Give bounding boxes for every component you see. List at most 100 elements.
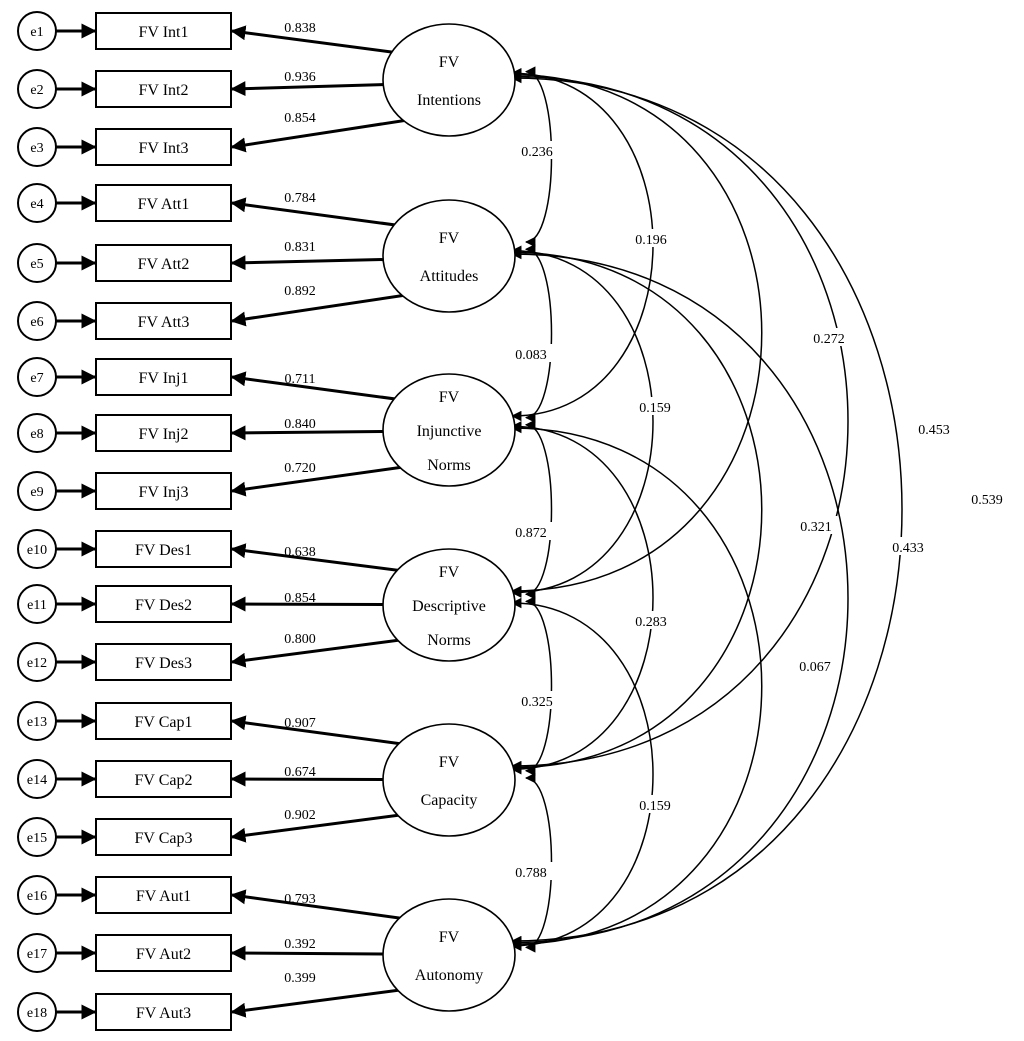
correlation-arc [510,69,763,597]
indicator-label: FV Int3 [139,140,189,157]
indicator-label: FV Des1 [135,542,192,559]
latent-label: FV [439,754,460,771]
correlation-value: 0.453 [918,423,950,438]
correlation-label-bg [886,537,930,555]
correlation-arc [510,71,849,772]
loading-arrow [230,771,385,787]
indicator-box [95,643,232,681]
error-term-e4 [17,183,57,223]
error-term-e17 [17,933,57,973]
loading-arrow [230,25,419,57]
error-label: e5 [30,257,43,272]
indicator-box [95,585,232,623]
indicator-box [95,414,232,452]
correlation-label-bg [633,397,677,415]
latent-label: Capacity [421,792,478,809]
loading-arrow [230,425,385,441]
correlation-arc [524,419,553,600]
indicator-box [95,760,232,798]
correlation-value: 0.325 [521,695,553,710]
correlation-value: 0.539 [971,493,1003,508]
error-term-e7 [17,357,57,397]
indicator-label: FV Des3 [135,655,192,672]
correlation-value: 0.236 [521,145,553,160]
error-label: e10 [27,543,47,558]
correlation-arc [510,422,763,950]
indicator-label: FV Des2 [135,597,192,614]
correlation-value: 0.159 [639,401,671,416]
latent-label: Descriptive [412,598,486,615]
error-term-e14 [17,759,57,799]
indicator-label: FV Aut2 [136,946,191,963]
correlation-value: 0.433 [892,541,924,556]
latent-capacity [382,723,516,837]
correlation-arcs [510,66,903,953]
error-term-e2 [17,69,57,109]
indicator-label: FV Cap3 [135,830,193,847]
error-label: e16 [27,889,47,904]
error-term-e6 [17,301,57,341]
indicator-label: FV Cap2 [135,772,193,789]
indicator-label: FV Int2 [139,82,189,99]
correlation-label-bg [509,862,553,880]
indicator-label: FV Inj3 [139,484,189,501]
error-label: e7 [30,371,43,386]
error-term-e18 [17,992,57,1032]
loading-value: 0.892 [284,284,316,299]
indicator-box [95,184,232,222]
loading-value: 0.392 [284,937,316,952]
loading-value: 0.800 [284,632,316,647]
error-term-e13 [17,701,57,741]
loading-value: 0.793 [284,892,316,907]
error-term-e3 [17,127,57,167]
indicator-box [95,993,232,1031]
indicator-label: FV Att2 [138,256,190,273]
latent-injunctive-norms [382,373,516,487]
latent-autonomy [382,898,516,1012]
loading-arrows [56,23,451,1020]
loading-value: 0.831 [284,240,316,255]
correlation-label-bg [515,691,559,709]
correlation-label-bg [793,656,837,674]
latent-label: FV [439,54,460,71]
correlation-value: 0.159 [639,799,671,814]
error-label: e4 [30,197,43,212]
loading-arrow [230,596,385,612]
correlation-label-bg [807,328,851,346]
error-label: e14 [27,773,47,788]
error-term-e9 [17,471,57,511]
latent-intentions [382,23,516,137]
loading-arrow [230,945,385,961]
indicator-box [95,70,232,108]
error-label: e6 [30,315,43,330]
indicator-label: FV Aut1 [136,888,191,905]
loading-value: 0.840 [284,417,316,432]
latent-label: Norms [427,457,471,474]
correlation-value: 0.067 [799,660,831,675]
latent-label: FV [439,929,460,946]
loading-value: 0.674 [284,765,316,780]
loading-value: 0.838 [284,21,316,36]
correlation-value: 0.283 [635,615,667,630]
indicator-box [95,472,232,510]
correlation-arc [510,597,654,952]
loading-arrow [230,81,385,97]
correlation-arc [510,247,763,773]
latent-label: Attitudes [420,268,479,285]
latent-attitudes [382,199,516,313]
indicator-box [95,128,232,166]
error-label: e11 [27,598,47,613]
loading-value: 0.399 [284,971,316,986]
indicator-box [95,244,232,282]
indicator-box [95,358,232,396]
correlation-value: 0.872 [515,526,547,541]
indicator-box [95,702,232,740]
correlation-arc [510,245,654,598]
loading-value: 0.711 [285,372,316,387]
loading-arrow [230,255,385,271]
indicator-box [95,12,232,50]
indicator-box [95,934,232,972]
latent-label: Injunctive [417,423,482,440]
indicator-label: FV Inj2 [139,426,189,443]
